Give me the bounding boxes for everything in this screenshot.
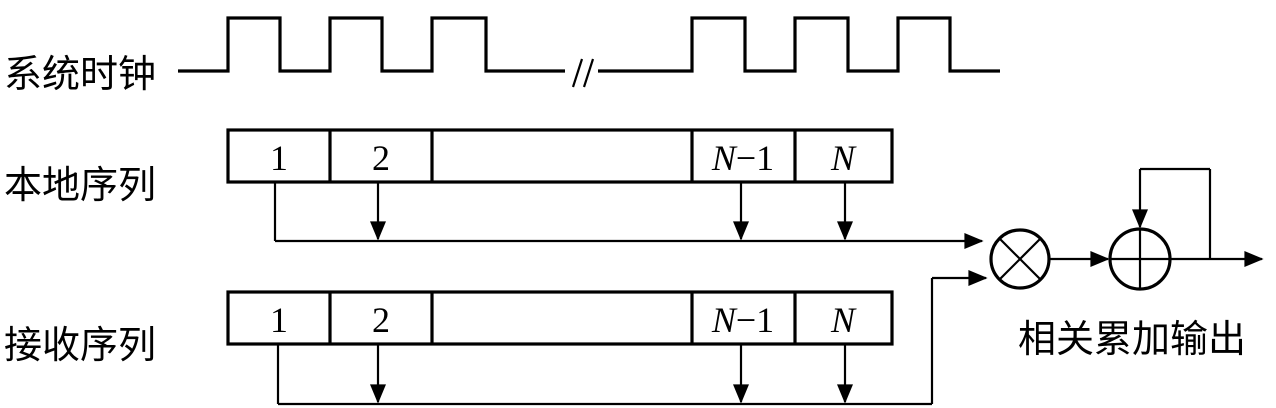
received-cell-n-minus-1: N−1 bbox=[711, 300, 774, 340]
local-taps bbox=[273, 182, 984, 249]
received-register bbox=[226, 290, 894, 346]
local-cell-n: N bbox=[830, 138, 857, 178]
adder-icon bbox=[1108, 227, 1172, 291]
received-sequence-label: 接收序列 bbox=[4, 325, 156, 367]
system-clock-label: 系统时钟 bbox=[4, 54, 156, 96]
clock-waveform-left bbox=[178, 16, 565, 73]
received-taps bbox=[276, 270, 988, 406]
local-cell-1: 1 bbox=[270, 138, 288, 178]
received-cell-1: 1 bbox=[270, 300, 288, 340]
clock-break-icon bbox=[571, 58, 595, 88]
local-sequence-label: 本地序列 bbox=[4, 165, 156, 207]
local-cell-n-minus-1: N−1 bbox=[711, 138, 774, 178]
correlation-output-label: 相关累加输出 bbox=[1018, 319, 1246, 361]
received-cell-n: N bbox=[830, 300, 857, 340]
received-cell-2: 2 bbox=[372, 300, 390, 340]
clock-waveform-right bbox=[598, 16, 1000, 73]
multiplier-icon bbox=[989, 228, 1051, 290]
local-register bbox=[226, 128, 894, 184]
accumulator-feedback bbox=[1132, 167, 1212, 259]
local-cell-2: 2 bbox=[372, 138, 390, 178]
